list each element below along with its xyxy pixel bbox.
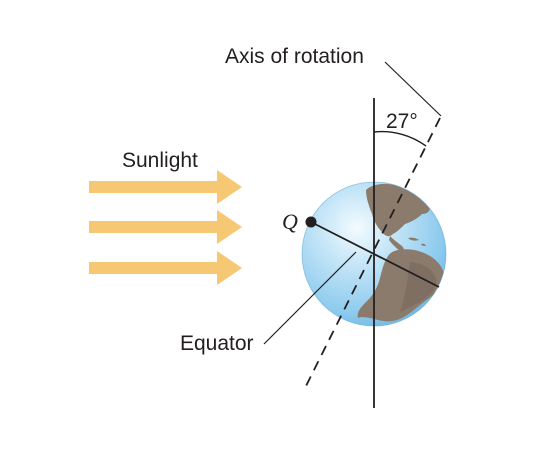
south-america-landmass (357, 249, 445, 322)
sunlight-label: Sunlight (122, 149, 198, 172)
central-america-landmass (389, 236, 404, 252)
axis-of-rotation-label: Axis of rotation (225, 45, 364, 68)
north-america-landmass (366, 183, 430, 237)
equator-label: Equator (180, 332, 254, 355)
sunlight-arrows (89, 170, 242, 285)
sunlight-arrow-icon (89, 251, 242, 285)
angle-arc (373, 130, 427, 147)
sunlight-arrow-icon (89, 210, 242, 244)
point-q-marker (305, 216, 317, 228)
equator-line (310, 221, 440, 288)
point-q-label: Q (282, 209, 298, 234)
angle-label: 27° (386, 110, 418, 133)
axis-label-leader (384, 61, 442, 117)
land-shading (400, 262, 437, 312)
sunlight-arrow-icon (89, 170, 242, 204)
equator-label-leader (263, 251, 357, 345)
caribbean-islands (408, 237, 426, 246)
